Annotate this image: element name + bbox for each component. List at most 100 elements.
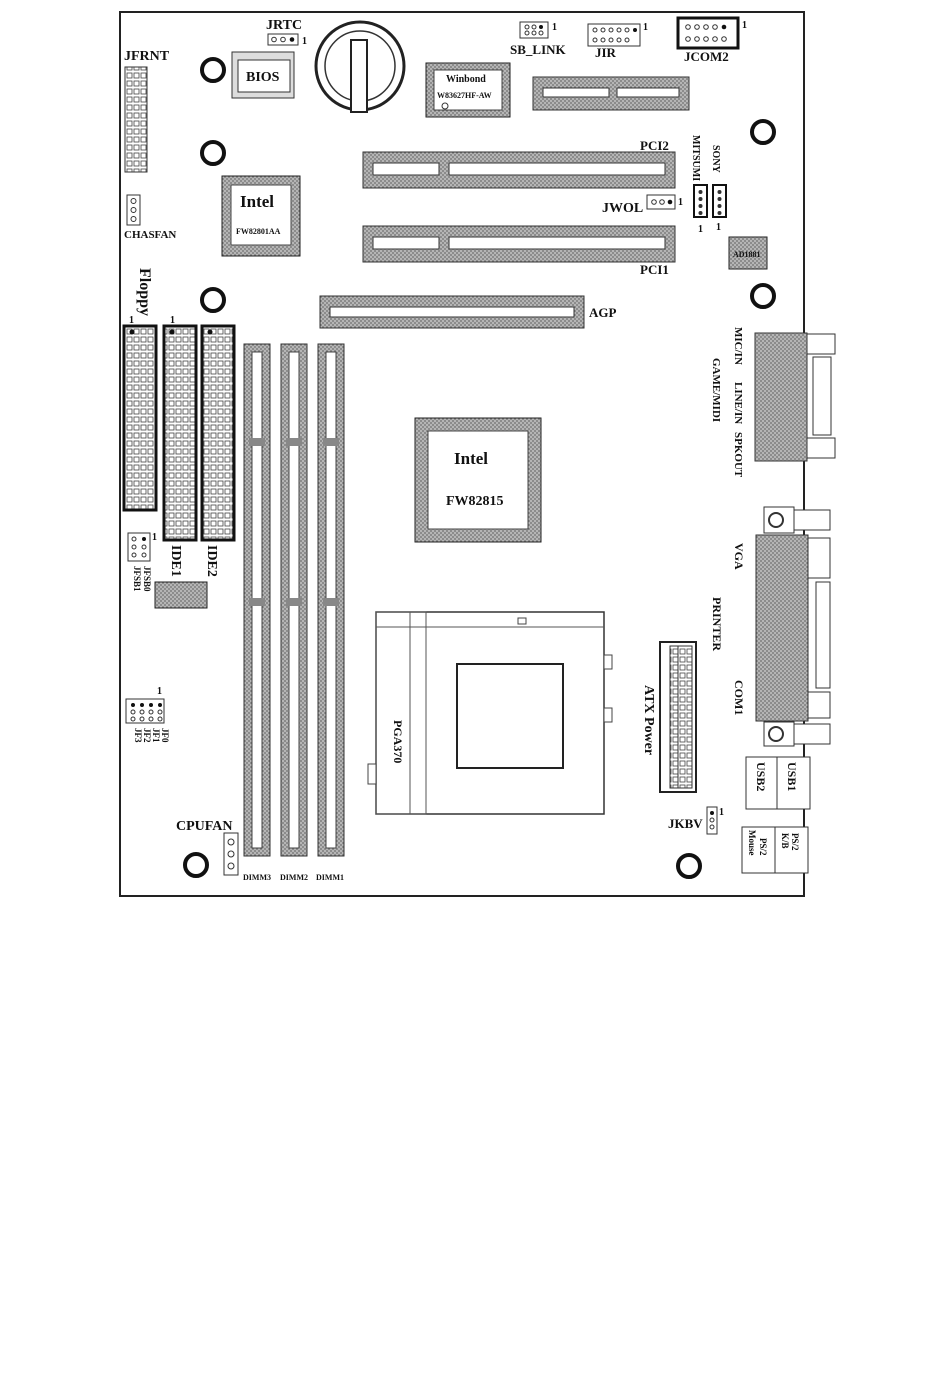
ps2-mouse-label: PS/2 <box>758 838 768 856</box>
pin1-label: 1 <box>643 22 648 33</box>
usb2-label: USB2 <box>754 762 768 791</box>
jf2-label: JF2 <box>142 728 152 743</box>
chasfan-label: CHASFAN <box>124 229 176 241</box>
ide1-label: IDE1 <box>168 545 183 577</box>
pin1-label: 1 <box>716 222 721 233</box>
amr-slot <box>532 76 690 111</box>
ps2-ports: PS/2 K/B PS/2 Mouse <box>741 826 809 874</box>
ide2-label: IDE2 <box>204 545 219 577</box>
pci2-slot: PCI2 <box>362 138 676 189</box>
clock-chip <box>154 581 208 609</box>
pin1-label: 1 <box>302 36 307 47</box>
jf1-label: JF1 <box>151 728 161 743</box>
pin1-label: 1 <box>698 224 703 235</box>
cd-audio-headers: MITSUMI SONY 1 1 <box>690 135 727 235</box>
dimm1-label: DIMM1 <box>316 873 344 882</box>
vga-printer-com1-ports: VGA PRINTER COM1 <box>710 506 831 747</box>
mounting-hole <box>676 853 702 879</box>
vga-label: VGA <box>732 543 746 570</box>
pci2-label: PCI2 <box>640 138 669 153</box>
pga370-label: PGA370 <box>391 720 405 763</box>
pin1-label: 1 <box>719 807 724 818</box>
sb-link-header: 1 SB_LINK <box>510 21 567 57</box>
intel-gmch-chip: Intel FW82815 <box>414 417 542 543</box>
mounting-holes <box>183 57 776 879</box>
mitsumi-label: MITSUMI <box>690 135 701 181</box>
game-midi-label: GAME/MIDI <box>710 358 722 422</box>
dimm3-label: DIMM3 <box>243 873 271 882</box>
mounting-hole <box>183 852 209 878</box>
agp-slot: AGP <box>319 295 617 329</box>
ps2-mouse-sub-label: Mouse <box>747 830 757 856</box>
usb1-label: USB1 <box>785 762 799 791</box>
mic-in-label: MIC/IN <box>732 327 744 365</box>
pin1-label: 1 <box>170 315 175 326</box>
audio-game-ports: MIC/IN LINE/IN SPKOUT GAME/MIDI <box>710 327 836 478</box>
dimm3-slot: DIMM3 <box>243 343 271 882</box>
jwol-label: JWOL <box>602 201 643 216</box>
ide2-connector: IDE2 <box>200 324 236 577</box>
ps2-kb-sub-label: K/B <box>780 833 790 849</box>
pin1-label: 1 <box>157 686 162 697</box>
mounting-hole <box>750 119 776 145</box>
jkbv-jumper: JKBV 1 <box>668 806 724 835</box>
ps2-kb-label: PS/2 <box>790 833 800 851</box>
jcom2-label: JCOM2 <box>684 49 729 64</box>
pin1-label: 1 <box>552 22 557 33</box>
line-in-label: LINE/IN <box>732 382 744 424</box>
jrtc-label: JRTC <box>266 18 302 33</box>
pci1-label: PCI1 <box>640 262 669 277</box>
usb-ports: USB1 USB2 <box>745 756 811 810</box>
bios-label: BIOS <box>246 70 280 85</box>
jfrnt-label: JFRNT <box>124 49 170 64</box>
cpufan-label: CPUFAN <box>176 819 233 834</box>
jfsb0-label: JFSB0 <box>142 566 152 592</box>
jf0-label: JF0 <box>160 728 170 743</box>
dimm1-slot: DIMM1 <box>316 343 345 882</box>
cpufan-header: CPUFAN <box>176 819 239 876</box>
jf-jumpers: 1 JF0 JF1 JF2 JF3 <box>125 686 170 743</box>
intel-ich-label: Intel <box>240 192 274 211</box>
jfrnt-header: JFRNT <box>124 49 170 173</box>
pin1-label: 1 <box>152 532 157 543</box>
pin1-label: 1 <box>742 20 747 31</box>
jf3-label: JF3 <box>133 728 143 743</box>
ad-chip-label: AD1881 <box>733 250 761 259</box>
intel-ich-chip: Intel FW82801AA <box>221 175 301 257</box>
sb-link-label: SB_LINK <box>510 42 567 57</box>
bios-chip: BIOS <box>231 51 295 99</box>
jir-header: 1 JIR <box>587 22 648 60</box>
ad1881-codec-chip: AD1881 <box>728 236 768 270</box>
mounting-hole <box>200 140 226 166</box>
dimm2-label: DIMM2 <box>280 873 308 882</box>
winbond-superio-chip: Winbond W83627HF-AW <box>425 62 511 118</box>
winbond-part-label: W83627HF-AW <box>437 91 492 100</box>
floppy-connector: Floppy 1 <box>122 268 158 512</box>
pga370-cpu-socket: PGA370 <box>367 611 613 815</box>
cmos-battery <box>314 20 406 113</box>
gmch-part-label: FW82815 <box>446 494 504 509</box>
dimm2-slot: DIMM2 <box>280 343 308 882</box>
pin1-label: 1 <box>678 197 683 208</box>
mounting-hole <box>750 283 776 309</box>
intel-gmch-label: Intel <box>454 449 488 468</box>
ich-part-label: FW82801AA <box>236 227 281 236</box>
sony-label: SONY <box>710 145 721 174</box>
agp-label: AGP <box>589 305 617 320</box>
atx-power-label: ATX Power <box>641 685 656 755</box>
ide1-connector: 1 IDE1 <box>162 315 198 577</box>
jkbv-label: JKBV <box>668 816 703 831</box>
jwol-header: JWOL 1 <box>602 194 683 216</box>
mounting-hole <box>200 287 226 313</box>
com1-label: COM1 <box>732 680 746 715</box>
jfsb1-label: JFSB1 <box>132 566 142 592</box>
jrtc-jumper: JRTC 1 <box>266 18 307 47</box>
floppy-label: Floppy <box>136 268 153 316</box>
winbond-label: Winbond <box>446 74 486 85</box>
jcom2-header: 1 JCOM2 <box>676 16 747 64</box>
mounting-hole <box>200 57 226 83</box>
chasfan-header: CHASFAN <box>124 194 176 241</box>
atx-power-connector: ATX Power <box>641 641 697 793</box>
jir-label: JIR <box>595 45 617 60</box>
